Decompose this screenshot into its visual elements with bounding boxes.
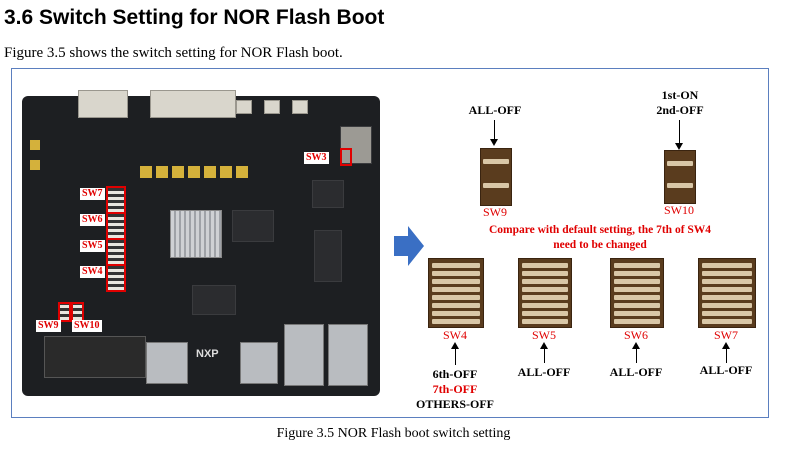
sw10-pointer-line: [679, 120, 680, 144]
sw10-name: SW10: [664, 203, 694, 217]
sw7-switch-image: [698, 258, 756, 328]
sw4-setting-line2: 7th-OFF: [432, 382, 478, 396]
board-label-sw6: SW6: [80, 214, 105, 226]
sw5-switch-image: [518, 258, 572, 328]
note-line2: need to be changed: [553, 239, 647, 251]
sw4-pointer-line: [455, 349, 456, 365]
capacitor: [30, 140, 40, 150]
nxp-logo: NXP: [196, 348, 219, 360]
sw7-name: SW7: [714, 328, 738, 342]
usb-port: [292, 100, 308, 114]
sw6-switch-image: [610, 258, 664, 328]
ethernet-port: [284, 324, 324, 386]
usb-port: [264, 100, 280, 114]
board-label-sw9: SW9: [36, 320, 61, 332]
ethernet-port: [240, 342, 278, 384]
sw9-pointer-line: [494, 120, 495, 140]
sw7-setting: ALL-OFF: [699, 363, 753, 377]
sw10-pointer-arrow-icon: [675, 143, 683, 150]
capacitor: [156, 166, 168, 178]
capacitor: [204, 166, 216, 178]
capacitor: [172, 166, 184, 178]
figure-frame: [11, 68, 769, 418]
capacitor: [236, 166, 248, 178]
sw4-name: SW4: [443, 328, 467, 342]
sw4-setting-line1: 6th-OFF: [432, 367, 478, 381]
sw5-pointer-line: [544, 349, 545, 363]
board-label-sw10: SW10: [72, 320, 102, 332]
sw7-pointer-line: [726, 349, 727, 363]
capacitor: [140, 166, 152, 178]
usb-port: [236, 100, 252, 114]
ic-chip: [314, 230, 342, 282]
board-photo: NXP SW3 SW7 SW6 SW5 SW4 SW9 SW10: [22, 80, 380, 400]
ethernet-port: [146, 342, 188, 384]
dip-switch-sw6: [108, 214, 124, 238]
ethernet-port: [328, 324, 368, 386]
sw4-highlight: [106, 264, 126, 292]
board-label-sw7: SW7: [80, 188, 105, 200]
sw4-pointer-arrow-icon: [451, 342, 459, 349]
sw6-setting: ALL-OFF: [609, 365, 663, 379]
sw5-setting: ALL-OFF: [517, 365, 571, 379]
sw6-pointer-line: [636, 349, 637, 363]
sw9-switch-image: [480, 148, 512, 206]
default-setting-note: Compare with default setting, the 7th of…: [455, 223, 745, 253]
sw10-setting-line2: 2nd-OFF: [656, 103, 704, 117]
board-label-sw5: SW5: [80, 240, 105, 252]
sw3-highlight: [340, 148, 352, 166]
sw10-switch-image: [664, 150, 696, 204]
right-arrow-icon: [394, 226, 424, 266]
figure-caption: Figure 3.5 NOR Flash boot switch setting: [276, 426, 511, 441]
dip-switch-sw10: [72, 304, 82, 320]
sw9-name: SW9: [483, 205, 507, 219]
sw6-pointer-arrow-icon: [632, 342, 640, 349]
board-label-sw4: SW4: [80, 266, 105, 278]
sw4-setting-line3: OTHERS-OFF: [415, 397, 494, 411]
sw10-highlight: [71, 302, 84, 322]
top-connector: [150, 90, 236, 118]
ic-chip: [312, 180, 344, 208]
sw5-name: SW5: [532, 328, 556, 342]
sw6-highlight: [106, 212, 126, 240]
top-connector: [78, 90, 128, 118]
sw4-switch-image: [428, 258, 484, 328]
sw9-highlight: [58, 302, 71, 322]
dip-switch-sw5: [108, 240, 124, 264]
sw9-setting: ALL-OFF: [468, 103, 522, 117]
capacitor: [188, 166, 200, 178]
sw5-highlight: [106, 238, 126, 266]
capacitor: [30, 160, 40, 170]
note-line1: Compare with default setting, the 7th of…: [488, 224, 712, 236]
sw6-name: SW6: [624, 328, 648, 342]
m2-slot: [192, 285, 236, 315]
sw10-setting-line1: 1st-ON: [661, 88, 699, 102]
section-heading: 3.6 Switch Setting for NOR Flash Boot: [4, 6, 385, 29]
dip-switch-sw9: [60, 304, 70, 320]
dip-switch-sw7: [108, 188, 124, 212]
heatsink: [170, 210, 222, 258]
sw7-highlight: [106, 186, 126, 214]
dip-switch-sw4: [108, 266, 124, 290]
sw5-pointer-arrow-icon: [540, 342, 548, 349]
bottom-connector: [44, 336, 146, 378]
sw9-pointer-arrow-icon: [490, 139, 498, 146]
ic-chip: [232, 210, 274, 242]
sd-slot: [340, 126, 372, 164]
capacitor: [220, 166, 232, 178]
sw7-pointer-arrow-icon: [722, 342, 730, 349]
board-label-sw3: SW3: [304, 152, 329, 164]
intro-paragraph: Figure 3.5 shows the switch setting for …: [4, 45, 343, 61]
